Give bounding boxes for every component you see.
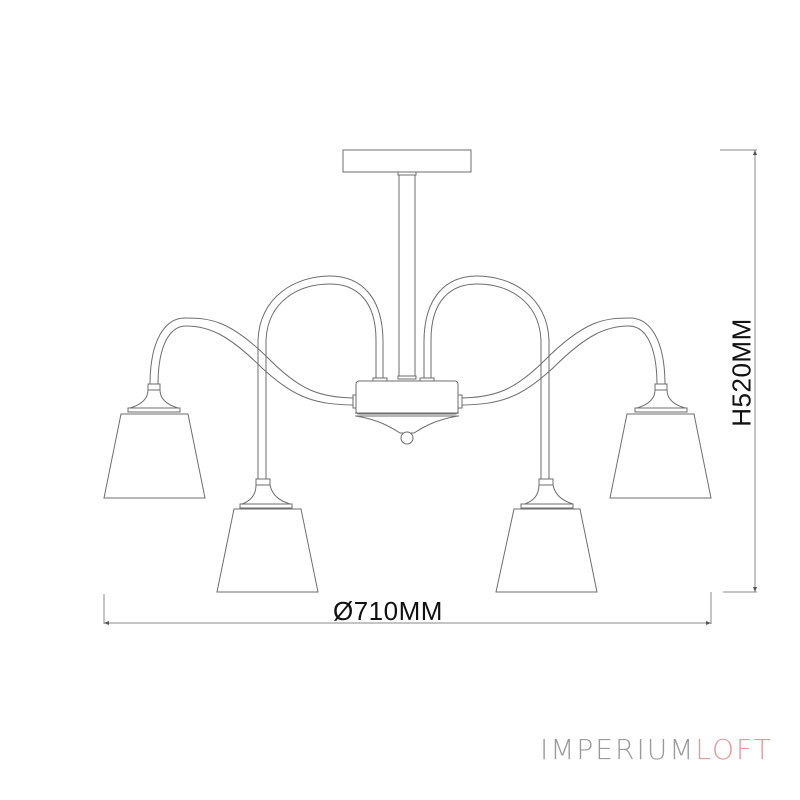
height-label: H520MM [726, 317, 757, 427]
diameter-dimension [103, 592, 712, 625]
brand-logo-part2: LOFT [695, 733, 773, 766]
central-hub [355, 380, 459, 445]
ceiling-canopy [342, 149, 472, 176]
lamp-shade-3 [495, 478, 598, 593]
brand-logo-part1: IMPERIUM [540, 733, 696, 766]
lamp-shade-4 [609, 383, 712, 499]
height-dimension [720, 149, 757, 593]
diameter-label: Ø710MM [333, 596, 443, 626]
lamp-shade-2 [216, 478, 319, 593]
lamp-shade-1 [103, 383, 206, 499]
center-rod [397, 174, 417, 380]
brand-logo: IMPERIUMLOFT [540, 733, 773, 766]
